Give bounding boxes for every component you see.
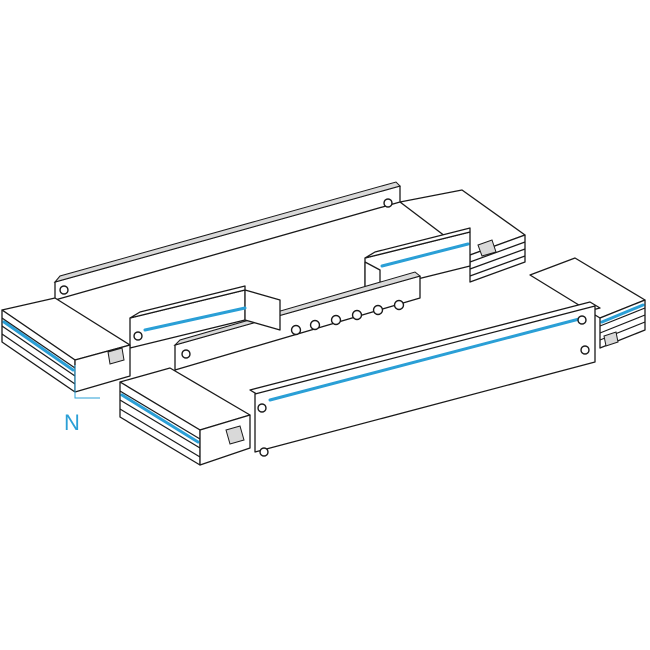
bar-front-left-connector <box>120 393 200 444</box>
bar-inner-right <box>380 242 470 268</box>
inner-box-left <box>129 285 281 349</box>
right-connector <box>529 257 646 349</box>
neutral-callout: N <box>64 365 100 435</box>
neutral-leader-line <box>74 365 100 399</box>
left-connector <box>1 297 131 393</box>
middle-cover-plate <box>173 271 422 371</box>
back-cover-plate <box>53 181 401 301</box>
bar-left-connector <box>2 320 75 372</box>
bar-front-casing <box>268 316 585 402</box>
neutral-label: N <box>64 410 80 435</box>
inner-box-right <box>364 227 471 301</box>
back-right-connector <box>399 189 526 283</box>
bar-right-connector <box>600 303 645 324</box>
front-left-connector <box>119 367 251 466</box>
bar-inner-left <box>143 306 247 332</box>
front-casing <box>249 301 601 457</box>
